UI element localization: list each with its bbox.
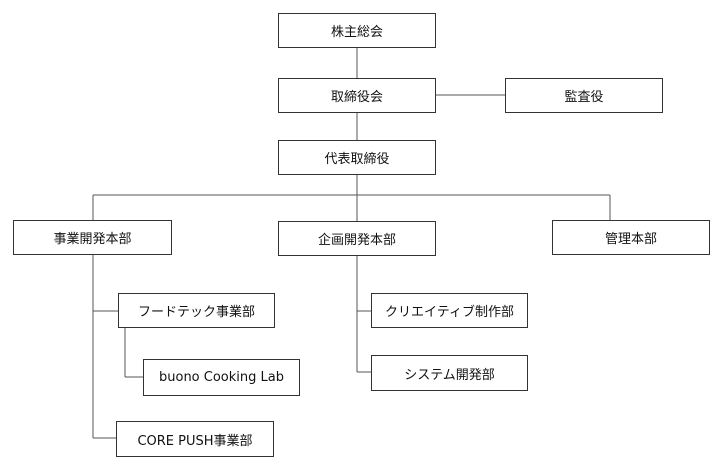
node-ceo: 代表取締役 [278, 140, 436, 175]
node-buono-cooking-lab: buono Cooking Lab [143, 359, 300, 396]
node-administration-division: 管理本部 [552, 220, 710, 255]
node-business-development-division: 事業開発本部 [13, 220, 172, 255]
node-shareholders-meeting: 株主総会 [278, 13, 436, 48]
node-system-development-department: システム開発部 [371, 355, 528, 391]
node-creative-production-department: クリエイティブ制作部 [371, 293, 528, 328]
node-foodtech-department: フードテック事業部 [118, 293, 275, 328]
node-auditor: 監査役 [505, 78, 663, 113]
node-planning-development-division: 企画開発本部 [278, 221, 436, 256]
node-core-push-department: CORE PUSH事業部 [116, 421, 274, 457]
node-board-of-directors: 取締役会 [278, 78, 436, 113]
